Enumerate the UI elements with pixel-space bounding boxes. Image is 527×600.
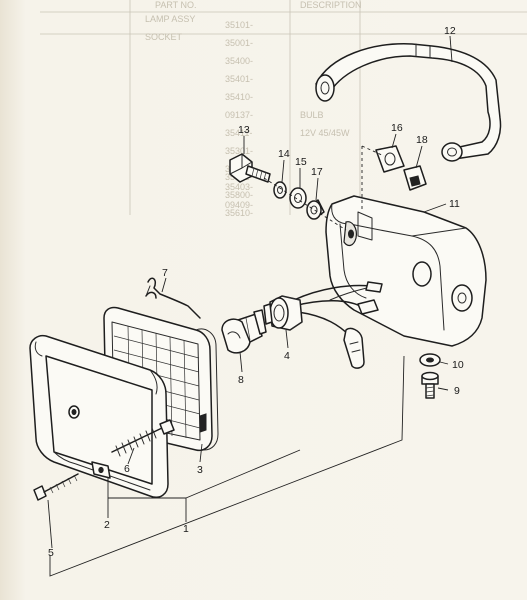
- callout-18: 18: [416, 134, 428, 146]
- part-6-adjusting-spring: [111, 419, 175, 457]
- part-7-spring-clip: [145, 277, 201, 319]
- callout-4: 4: [284, 350, 290, 362]
- callout-13: 13: [238, 124, 250, 136]
- part-10-washer: [419, 353, 441, 367]
- part-13-bolt: [229, 153, 271, 183]
- part-5-screw: [33, 473, 79, 501]
- callout-17: 17: [311, 166, 323, 178]
- ghost-row: 09137-: [225, 110, 253, 120]
- callout-8: 8: [238, 374, 244, 386]
- part-16-grommet: [375, 145, 405, 173]
- ghost-row: 35401-: [225, 74, 253, 84]
- ghost-text: LAMP ASSY: [145, 14, 195, 24]
- ghost-row: 35101-: [225, 20, 253, 30]
- callout-16: 16: [391, 122, 403, 134]
- ghost-row: 35610-: [225, 208, 253, 218]
- callout-2: 2: [104, 519, 110, 531]
- ghost-text: SOCKET: [145, 32, 183, 42]
- callout-10: 10: [452, 359, 464, 371]
- ghost-row: 09409-: [225, 200, 253, 210]
- ghost-row: 35410-: [225, 92, 253, 102]
- part-11-housing: [325, 195, 487, 347]
- callout-7: 7: [162, 267, 168, 279]
- ghost-row: 35411-: [225, 128, 252, 138]
- callout-15: 15: [295, 156, 307, 168]
- callout-1: 1: [183, 523, 189, 535]
- leader-lines: [47, 35, 453, 577]
- part-15-washer: [289, 187, 307, 209]
- part-14-washer: [273, 181, 287, 199]
- callout-3: 3: [197, 464, 203, 476]
- callout-9: 9: [454, 385, 460, 397]
- ghost-row: 35001-: [225, 38, 253, 48]
- ghost-text: BULB: [300, 110, 324, 120]
- part-18-nut: [403, 165, 427, 191]
- ghost-row: 35403-: [225, 182, 253, 192]
- part-4-socket: [263, 295, 303, 331]
- ghost-text: 12V 45/45W: [300, 128, 350, 138]
- part-17-spacer: [306, 199, 325, 220]
- ghost-row: 35800-: [225, 190, 253, 200]
- callout-labels: 12 13 14 15 17 16 18 11 7 8 4 3 6 10 9 2…: [48, 25, 464, 559]
- callout-14: 14: [278, 148, 290, 160]
- ghost-header-part: PART NO.: [155, 0, 197, 10]
- callout-5: 5: [48, 547, 54, 559]
- ghost-row: 35301-: [225, 146, 253, 156]
- part-9-screw: [421, 371, 439, 399]
- callout-6: 6: [124, 463, 130, 475]
- wiring-harness: [293, 281, 383, 369]
- callout-12: 12: [444, 25, 456, 37]
- part-12-bracket: [315, 43, 502, 162]
- callout-11: 11: [449, 198, 460, 210]
- part-8-bulb: [221, 309, 267, 354]
- ghost-row: 35400-: [225, 56, 253, 66]
- ghost-header-desc: DESCRIPTION: [300, 0, 362, 10]
